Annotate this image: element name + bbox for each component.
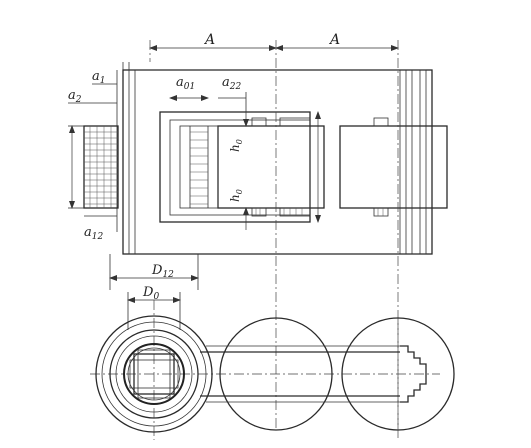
coil-circle-outer (95, 315, 213, 433)
dim-a1: a1 (92, 69, 106, 86)
dim-h0-bottom: h0 (228, 189, 244, 202)
dim-a01: a01 (176, 75, 195, 92)
dim-a22: a22 (222, 75, 241, 92)
top-view (90, 300, 455, 440)
dim-h0-top: h0 (228, 139, 244, 152)
dim-D0: D0 (142, 285, 159, 302)
coil-inner (179, 125, 219, 209)
core-frame-inner-2 (134, 69, 421, 255)
coil-outer (159, 111, 311, 223)
winding-hatch (84, 126, 118, 208)
dim-D12: D12 (151, 263, 174, 280)
core-window-right (339, 125, 448, 209)
coil-circle-middle (219, 317, 333, 431)
core-cross-section (133, 353, 175, 395)
core-frame-outer (122, 69, 433, 255)
core-frame-inner-1 (128, 69, 427, 255)
dim-a2: a2 (68, 88, 82, 105)
winding-section-left (83, 125, 119, 209)
dim-A-left: A (203, 32, 215, 48)
front-view: A A a1 a2 a01 a22 h0 h0 a12 (68, 32, 448, 430)
inner-winding-hatch (190, 131, 208, 205)
coil-middle (169, 119, 311, 216)
dim-a12: a12 (84, 225, 103, 242)
dim-A-right: A (328, 32, 340, 48)
